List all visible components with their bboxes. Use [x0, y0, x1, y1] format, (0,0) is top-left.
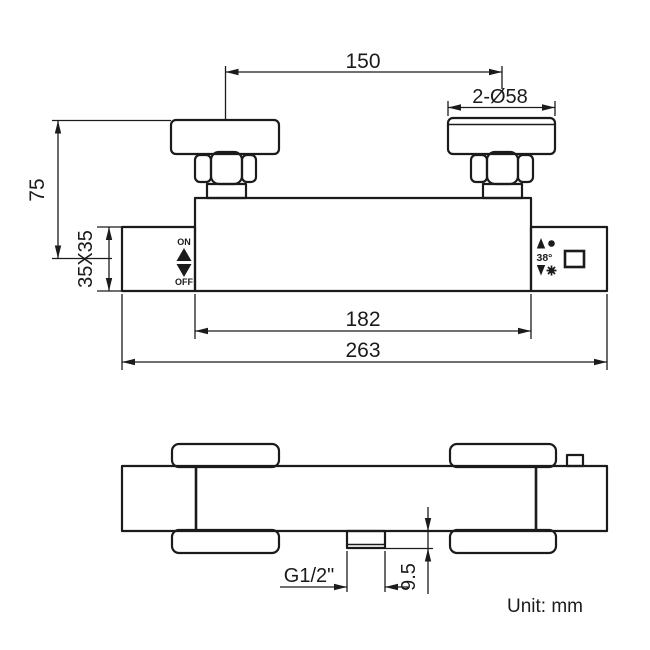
dim-body-width: 182	[194, 294, 532, 339]
hex-nut-right	[469, 150, 535, 186]
dim-g12-label: G1/2"	[284, 565, 334, 587]
temperature-38-label: 38°	[537, 252, 553, 264]
safety-button	[563, 249, 586, 269]
outlet-stub	[345, 529, 387, 550]
on-label: ON	[177, 237, 191, 247]
unit-note: Unit: mm	[507, 596, 583, 617]
safety-button-tab	[565, 453, 585, 468]
gear-icon	[546, 265, 557, 276]
up-arrow-icon	[176, 248, 192, 261]
dim-overall-width: 263	[121, 294, 608, 370]
dim-outlet-thread: G1/2"	[280, 551, 408, 592]
dim-263-label: 263	[345, 339, 380, 362]
hot-dot-icon	[548, 240, 555, 247]
dim-182-label: 182	[345, 308, 380, 331]
escutcheon-pad-top-left	[170, 442, 281, 469]
dim-escutcheon-diameter: 2-Ø58	[447, 86, 556, 116]
dim-35x35-label: 35X35	[75, 230, 97, 288]
inlet-pipe-left	[205, 182, 248, 200]
dim-95-label: 9.5	[398, 563, 420, 591]
dim-outlet-offset: 9.5	[385, 507, 433, 594]
dim-wall-offset: 75	[26, 119, 171, 260]
dim-2d58-label: 2-Ø58	[472, 86, 528, 108]
valve-body	[193, 196, 533, 293]
wall-escutcheon-right	[446, 116, 557, 156]
escutcheon-pad-top-right	[448, 442, 558, 469]
plan-view: G1/2" 9.5 Unit: mm	[120, 442, 609, 617]
dim-150-label: 150	[345, 50, 380, 73]
dim-75-label: 75	[26, 178, 49, 201]
escutcheon-pad-bottom-left	[170, 528, 281, 555]
off-label: OFF	[175, 277, 193, 287]
front-view: ON OFF 38° 150 2-Ø58	[26, 50, 609, 370]
down-arrow-icon	[176, 264, 192, 277]
up-arrow-icon	[536, 238, 546, 249]
hex-nut-left	[193, 150, 258, 186]
temperature-handle-right	[529, 225, 609, 293]
dim-center-distance: 150	[224, 50, 503, 119]
dim-handle-section: 35X35	[75, 226, 122, 292]
flow-handle-left	[120, 225, 197, 293]
down-arrow-icon	[536, 265, 546, 276]
escutcheon-pad-bottom-right	[448, 528, 558, 555]
inlet-pipe-right	[481, 182, 524, 200]
wall-escutcheon-left	[169, 118, 281, 156]
